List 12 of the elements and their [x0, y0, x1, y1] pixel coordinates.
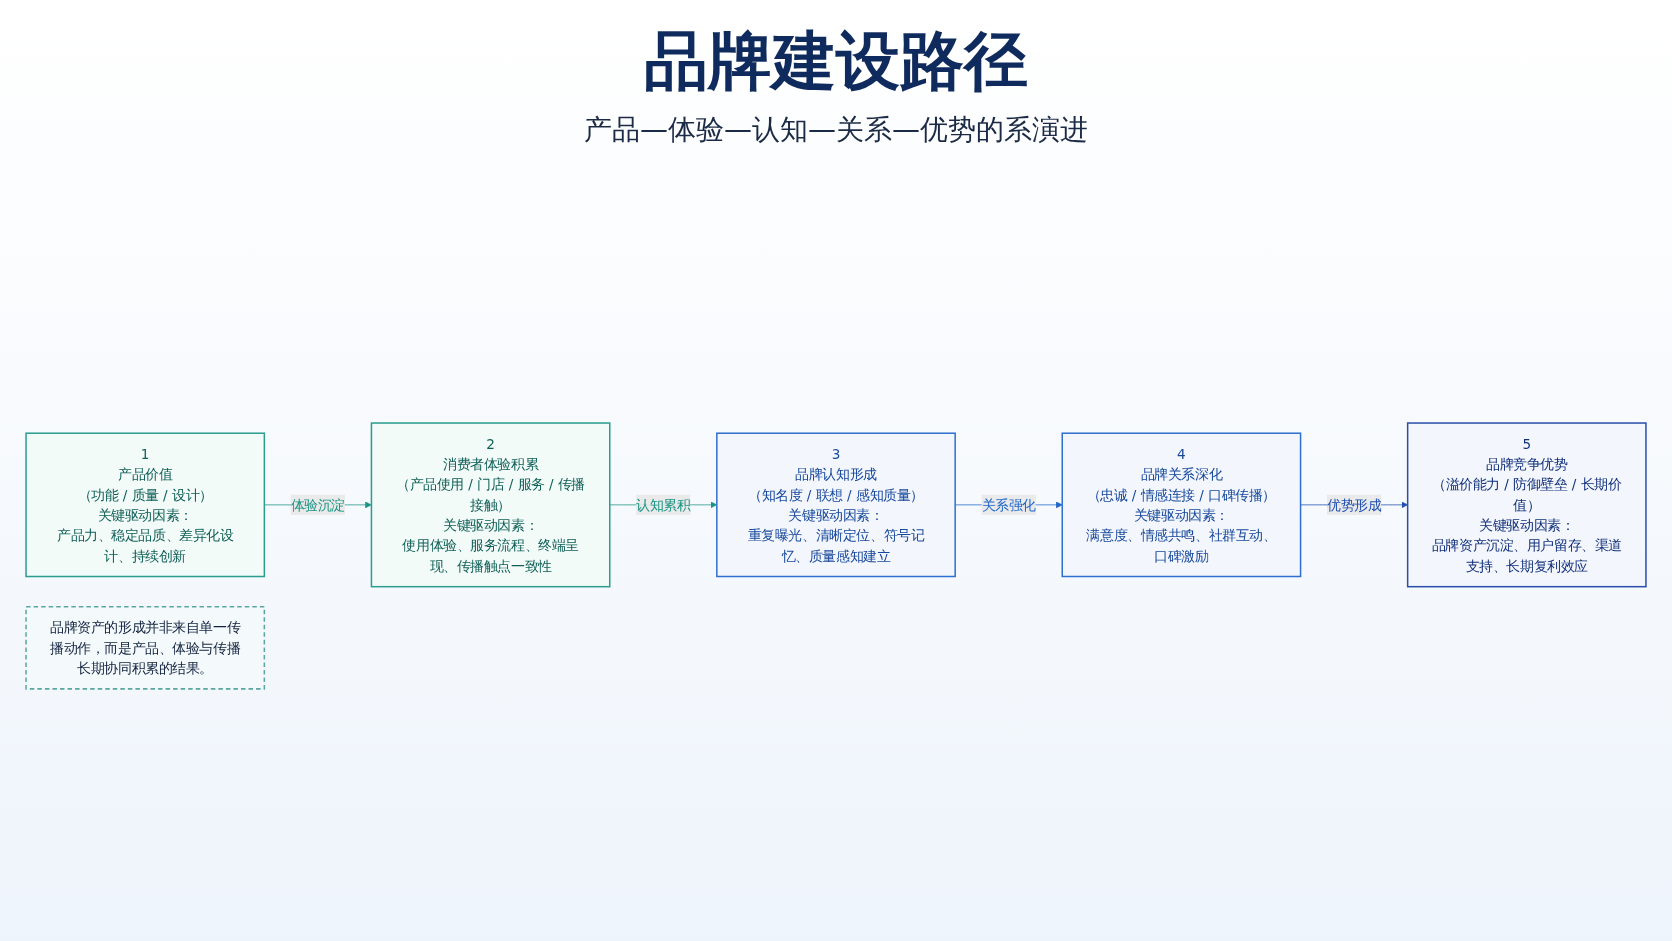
- edge-label: 优势形成: [1326, 496, 1382, 513]
- node-box: 4 品牌关系深化 （忠诚 / 情感连接 / 口碑传播） 关键驱动因素： 满意度、情感共鸣、社群互动、口碑激励: [1061, 432, 1302, 577]
- node-box: 5 品牌竞争优势 （溢价能力 / 防御壁垒 / 长期价值） 关键驱动因素： 品牌资产沉淀、用户留存、渠道支持、长期复利效应: [1406, 421, 1647, 587]
- subtitle: 产品—体验—认知—关系—优势的系演进: [584, 112, 1088, 148]
- node-box: 3 品牌认知形成 （知名度 / 联想 / 感知质量） 关键驱动因素： 重复曝光、清晰定位、符号记忆、质量感知建立: [716, 432, 956, 577]
- node-box: 2 消费者体验积累 （产品使用 / 门店 / 服务 / 传播接触） 关键驱动因素： 使用体验、服务流程、终端呈现、传播触点一致性: [370, 421, 611, 587]
- edge-label: 关系强化: [981, 496, 1036, 513]
- edge-label: 认知累积: [636, 496, 691, 513]
- node-box: 1 产品价值 （功能 / 质量 / 设计） 关键驱动因素： 产品力、稳定品质、差异化设计、持续创新: [25, 432, 266, 577]
- edge-label: 体验沉淀: [290, 496, 346, 513]
- node-box: 品牌资产的形成并非来自单一传播动作，而是产品、体验与传播长期协同积累的结果。: [25, 605, 266, 690]
- title: 品牌建设路径: [644, 23, 1028, 100]
